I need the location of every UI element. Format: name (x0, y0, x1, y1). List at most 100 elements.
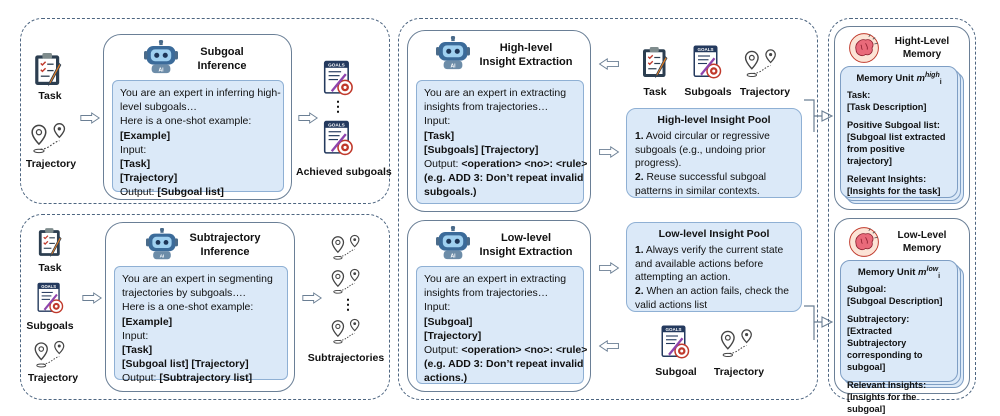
memory-field-key: Relevant Insights: (847, 173, 927, 184)
memory-field-value: [Task Description] (847, 102, 927, 113)
memory-unit-symbol: m (918, 267, 927, 279)
prompt-line: Here is a one-shot example: (120, 114, 276, 128)
prompt-line-text: level subgoals… (120, 101, 198, 114)
pool-item-number: 1. (635, 244, 644, 256)
subtrajectory-inference-title: Subtrajectory Inference (189, 232, 261, 258)
arrow-right-icon (598, 146, 620, 158)
memory-field-key: Task: (847, 90, 871, 101)
prompt-line-text: (e.g. ADD 3: Don’t repeat invalid (424, 358, 584, 371)
prompt-line: You are an expert in extracting (424, 86, 576, 100)
prompt-line-text: [Trajectory] (120, 172, 178, 185)
pool-item: 2. Reuse successful subgoal (635, 171, 793, 185)
prompt-line-text: [Subgoal] (424, 315, 473, 328)
goals-icon (322, 60, 354, 96)
pool-item-cont: valid actions list (635, 299, 708, 311)
pool-item-cont: subgoals (e.g., undoing prior (635, 144, 766, 156)
brain-icon (848, 32, 880, 64)
prompt-line: Input: (122, 329, 280, 343)
memory-field-value: [Insights for the task] (847, 185, 941, 196)
prompt-line: insights from trajectories… (424, 286, 576, 300)
prompt-line-text: Output: (122, 372, 160, 385)
prompt-line-text: (e.g. ADD 3: Don’t repeat invalid (424, 172, 584, 185)
prompt-line: [Task] (120, 157, 276, 171)
prompt-line-text: [Subgoal list] [Trajectory] (122, 358, 249, 371)
st-trajectory-label: Trajectory (27, 372, 79, 384)
pool-item-cont: attempting an action. (635, 272, 731, 284)
prompt-line-text: Input: (120, 143, 147, 156)
prompt-line-text: You are an expert in extracting (424, 87, 567, 99)
memory-unit-label: Memory Unit (856, 73, 917, 85)
pool-item: 1. Avoid circular or regressive (635, 130, 793, 144)
prompt-line-text: [Trajectory] (424, 329, 482, 342)
pool-title: Low-level Insight Pool (658, 228, 770, 240)
prompt-line: (e.g. ADD 3: Don’t repeat invalid (424, 357, 583, 371)
prompt-line: You are an expert in segmenting (122, 272, 280, 286)
pool-item-text: When an action fails, check the (643, 286, 789, 298)
goals-icon (692, 44, 722, 80)
memory-panel (828, 18, 976, 400)
robot-icon (436, 36, 470, 70)
prompt-line-text: [Task] (120, 157, 151, 170)
subtrajectory-inference-panel (20, 214, 390, 400)
prompt-line: [Example] (120, 129, 276, 143)
goals-icon (322, 120, 354, 156)
prompt-line-text: Input: (122, 329, 149, 342)
prompt-line: Output: <operation> <no>: <rule> (424, 343, 587, 357)
memory-field-value: [Subgoal Description] (847, 296, 943, 307)
insight-extraction-panel (398, 18, 818, 400)
memory-unit-title: Memory Unit mhighi (847, 71, 951, 87)
prompt-line: Input: (424, 300, 576, 314)
memory-unit-symbol: m (916, 73, 925, 85)
arrow-right-icon (302, 292, 322, 304)
arrow-right-icon (298, 112, 318, 124)
pool-item-text: Avoid circular or regressive (643, 130, 770, 142)
prompt-line: [Subgoal] (424, 315, 576, 329)
memory-field-key: Subgoal: (847, 284, 887, 295)
lx-input-subgoal: Subgoal (655, 366, 697, 378)
arrow-right-icon (82, 292, 102, 304)
task-clipboard-icon (640, 44, 670, 80)
pool-item-text: Reuse successful subgoal (643, 172, 767, 184)
low-level-memory-title: Low-Level Memory (897, 230, 947, 254)
pool-item-number: 2. (635, 286, 644, 298)
prompt-line-text: Here is a one-shot example: (122, 301, 254, 314)
memory-field-key: Relevant Insights: (847, 379, 927, 390)
memory-field-value: [Extracted Subtrajectory corresponding t… (847, 326, 923, 372)
prompt-line: level subgoals… (120, 100, 276, 114)
lx-input-trajectory: Trajectory (713, 366, 765, 378)
arrow-left-icon (598, 340, 620, 352)
prompt-line: You are an expert in extracting (424, 272, 576, 286)
prompt-line-tail: <operation> <no>: <rule> (461, 343, 588, 356)
subgoal-inference-title: Subgoal Inference (197, 46, 247, 72)
prompt-line: [Trajectory] (120, 171, 276, 185)
memory-unit-title: Memory Unit mlowi (847, 265, 951, 281)
prompt-line: You are an expert in inferring high- (120, 86, 281, 100)
prompt-line-tail: [Subtrajectory list] (159, 372, 253, 385)
pool-item: 2. When an action fails, check the (635, 285, 793, 299)
prompt-line-text: subgoals.) (424, 186, 477, 199)
prompt-line-text: Here is a one-shot example: (120, 115, 252, 128)
low-level-extraction-title: Low-level Insight Extraction (479, 232, 573, 258)
task-clipboard-icon (36, 226, 64, 258)
pool-title: High-level Insight Pool (657, 114, 771, 126)
memory-field-value: [Insights for the subgoal] (847, 391, 917, 414)
robot-icon (146, 228, 178, 260)
prompt-line-text: You are an expert in extracting (424, 273, 567, 285)
st-subgoals-label: Subgoals (26, 320, 74, 332)
pool-item-cont: patterns in similar contexts. (635, 185, 760, 197)
arrow-right-icon (598, 262, 620, 274)
prompt-line: actions.) (424, 371, 576, 385)
prompt-line-text: You are an expert in inferring high- (120, 87, 281, 99)
prompt-line: insights from trajectories… (424, 100, 576, 114)
prompt-line-tail: <operation> <no>: <rule> (461, 157, 588, 170)
prompt-line-text: [Subgoals] [Trajectory] (424, 143, 539, 156)
brain-icon (848, 226, 880, 258)
prompt-line-tail: [Subgoal list] (157, 186, 224, 199)
robot-icon (144, 40, 178, 74)
pool-item-number: 1. (635, 130, 644, 142)
hx-input-task: Task (643, 86, 667, 98)
trajectory-icon (30, 122, 70, 156)
